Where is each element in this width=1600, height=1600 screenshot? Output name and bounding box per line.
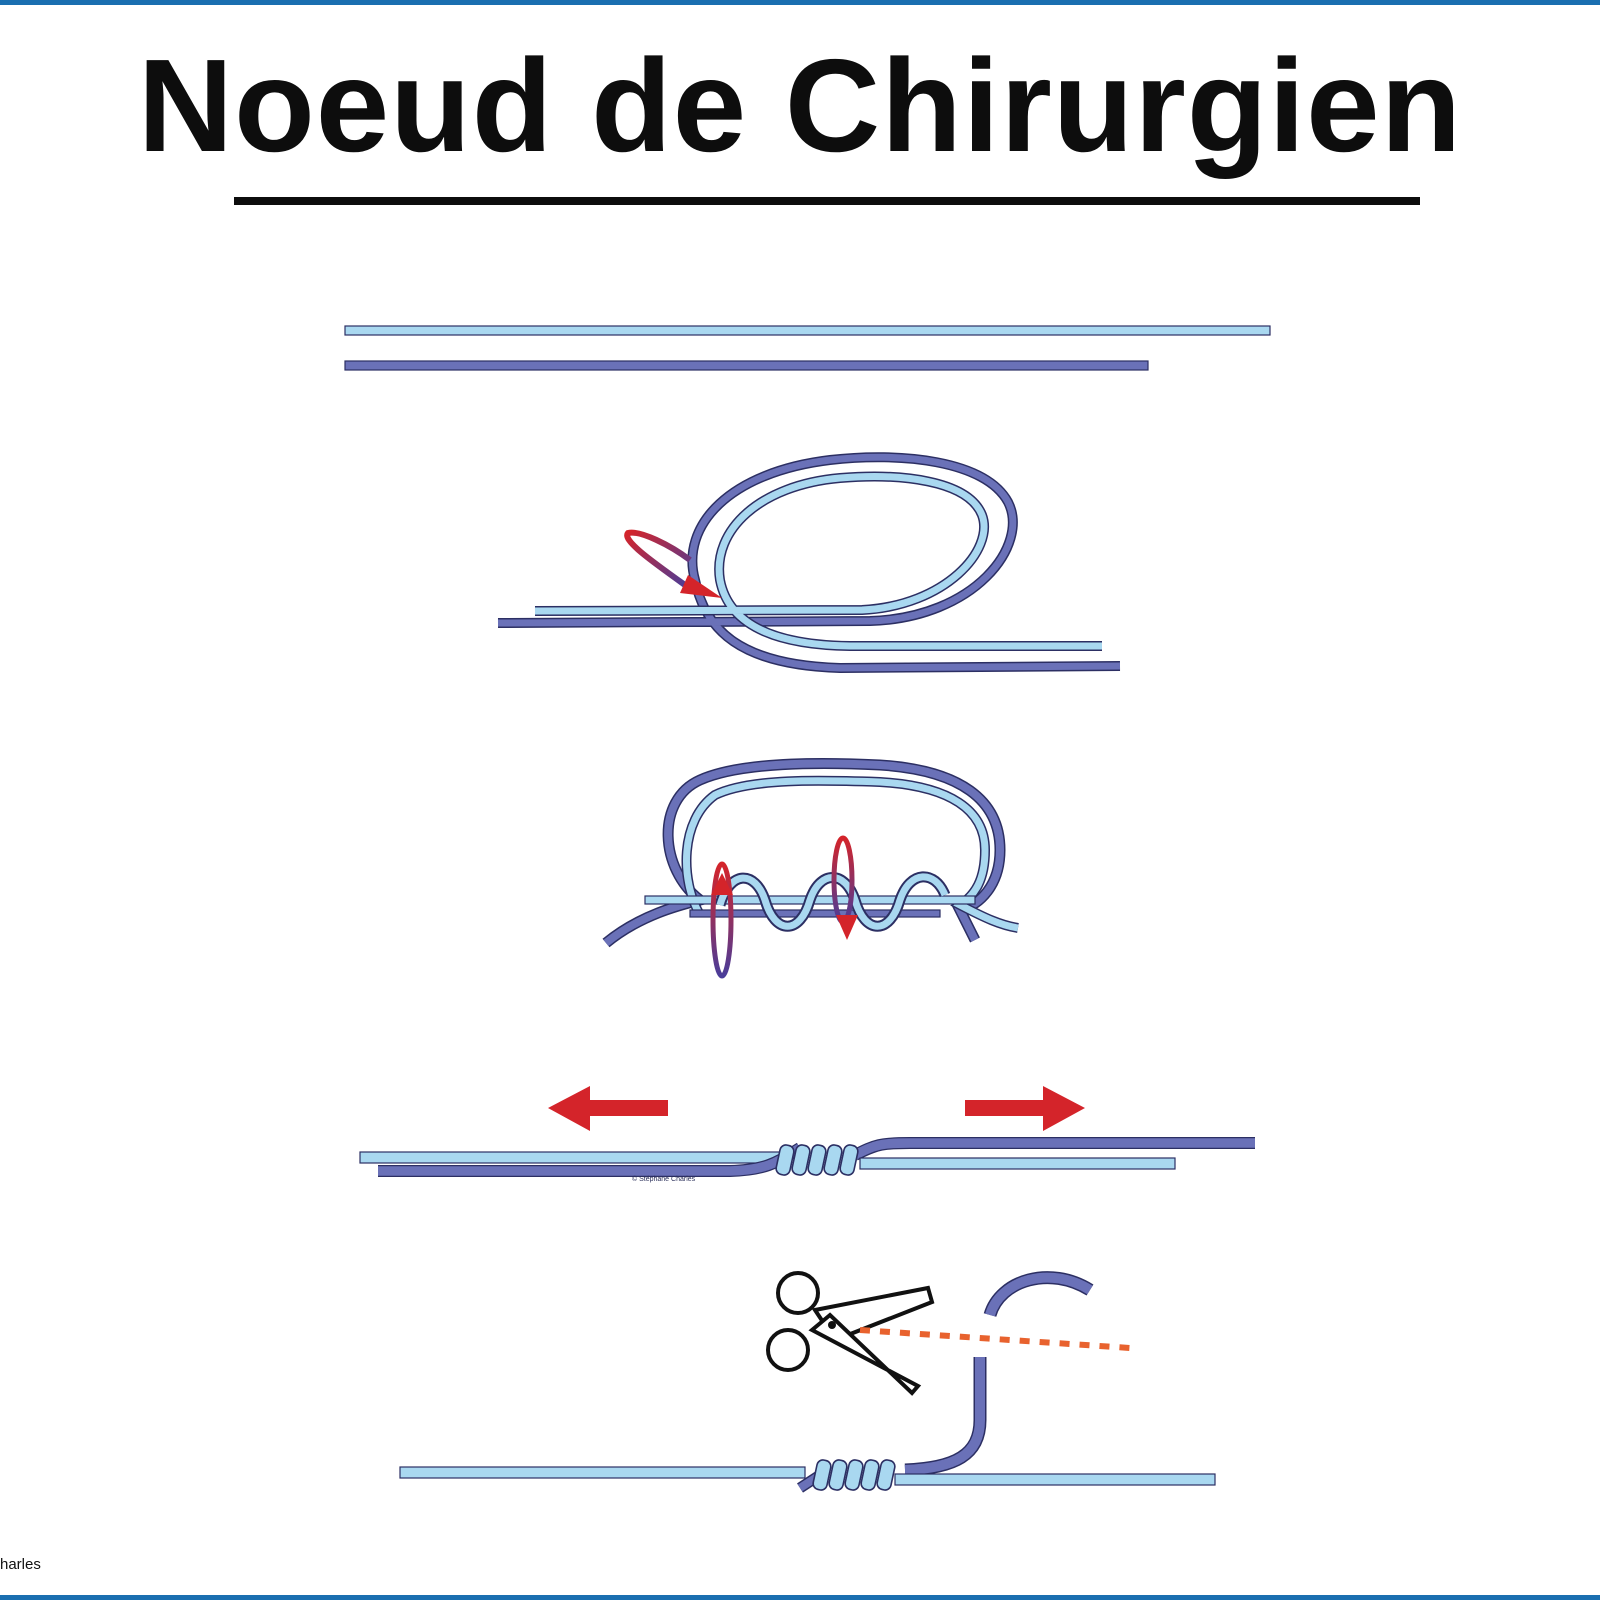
light-line-final-right — [894, 1473, 1216, 1486]
corner-credit: harles — [0, 1556, 41, 1573]
step-1-parallel-lines — [344, 325, 1271, 371]
step-5-trim — [399, 1271, 1216, 1493]
cut-line — [859, 1327, 1131, 1351]
scissors-icon — [766, 1271, 935, 1396]
step-2-overhand-loop — [497, 452, 1121, 674]
top-frame-bar — [0, 0, 1600, 5]
light-line-final-left — [399, 1466, 806, 1479]
light-line — [344, 325, 1271, 336]
knot-coils — [775, 1144, 859, 1176]
rotation-ring-left — [710, 861, 734, 979]
bottom-frame-bar — [0, 1595, 1600, 1600]
dark-loop — [497, 452, 1121, 674]
ring-left-arrow-head — [711, 873, 733, 895]
title-underline — [234, 197, 1420, 205]
ring-right-arrow-head — [836, 915, 858, 940]
pull-left-arrow — [548, 1086, 668, 1131]
step-3-wraps — [602, 758, 1019, 979]
loop-direction-arrow — [624, 529, 692, 588]
pull-right-arrow — [965, 1086, 1085, 1131]
final-knot-coils — [812, 1459, 896, 1491]
small-credit: © Stéphane Charles — [632, 1175, 696, 1183]
dark-line — [344, 360, 1149, 371]
light-line-right — [859, 1157, 1176, 1170]
loop-arrow-head — [680, 575, 722, 598]
light-line-left — [359, 1151, 781, 1164]
page-title: Noeud de Chirurgien — [137, 32, 1463, 179]
step-4-tighten: © Stéphane Charles — [359, 1086, 1255, 1183]
